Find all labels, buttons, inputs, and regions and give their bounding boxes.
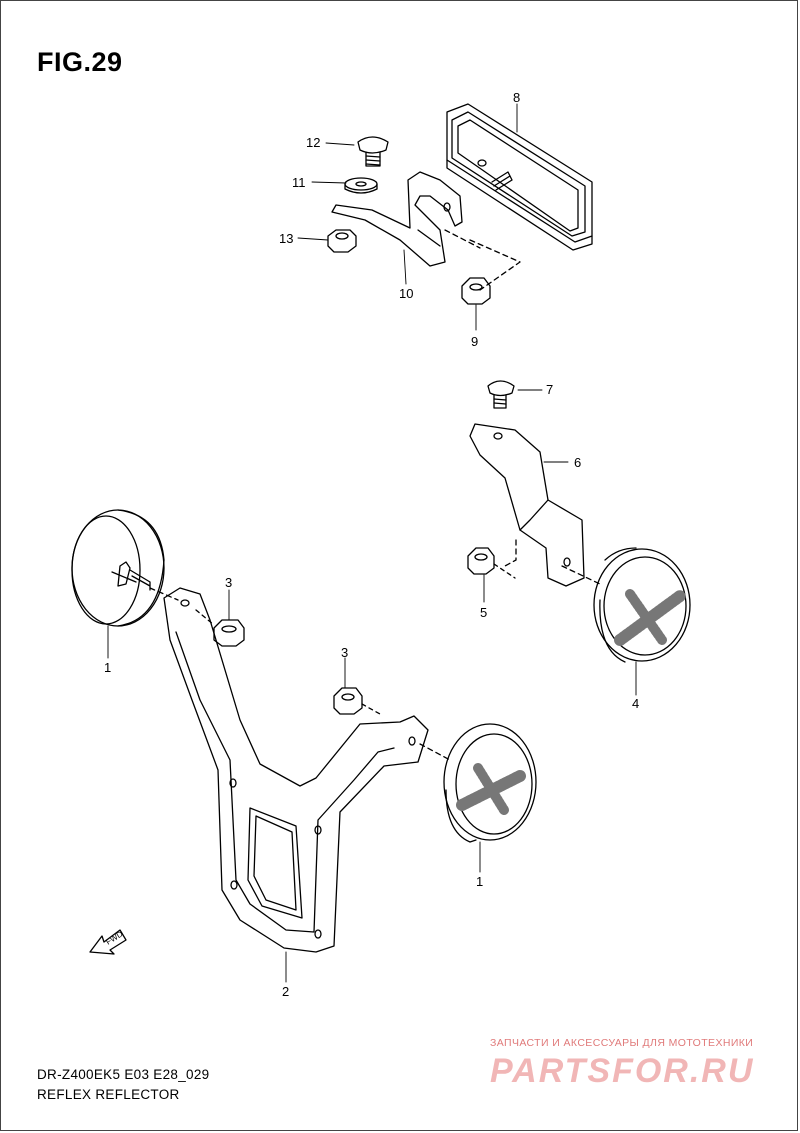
part-3-nut-upper [195,609,245,647]
callout-3-lower: 3 [341,645,348,660]
part-1-round-reflector-right [443,723,537,843]
figure-subtitle: REFLEX REFLECTOR [37,1087,180,1102]
part-7-screw [487,380,515,409]
part-10-lamp-bracket [331,171,521,291]
part-1-round-reflector-left [71,509,179,627]
fwd-arrow-icon [89,929,127,955]
callout-7: 7 [546,382,553,397]
part-2-reflector-stay [163,587,451,953]
part-12-screw [357,136,389,167]
part-3-nut-lower [333,687,381,715]
callout-12: 12 [306,135,320,150]
part-6-reflector-bracket [469,423,585,587]
watermark-logo: PARTSFOR.RU [490,1052,755,1090]
leader-lines [107,103,637,983]
callout-5: 5 [480,605,487,620]
part-11-washer [344,177,378,194]
watermark-tagline: ЗАПЧАСТИ И АКСЕССУАРЫ ДЛЯ МОТОТЕХНИКИ [490,1037,754,1049]
callout-8: 8 [513,90,520,105]
callout-4: 4 [632,696,639,711]
model-code: DR-Z400EK5 E03 E28_029 [37,1067,210,1082]
callout-9: 9 [471,334,478,349]
callout-3-upper: 3 [225,575,232,590]
part-5-flange-nut [467,547,516,579]
part-13-nut [327,229,357,253]
part-9-flange-nut [461,277,491,305]
part-4-round-reflector [561,547,691,663]
callout-1-left: 1 [104,660,111,675]
callout-1-right: 1 [476,874,483,889]
callout-10: 10 [399,286,413,301]
part-8-reflector-housing [446,103,593,251]
callout-13: 13 [279,231,293,246]
callout-2: 2 [282,984,289,999]
callout-11: 11 [292,175,306,190]
callout-6: 6 [574,455,581,470]
figure-title: FIG.29 [37,47,123,77]
